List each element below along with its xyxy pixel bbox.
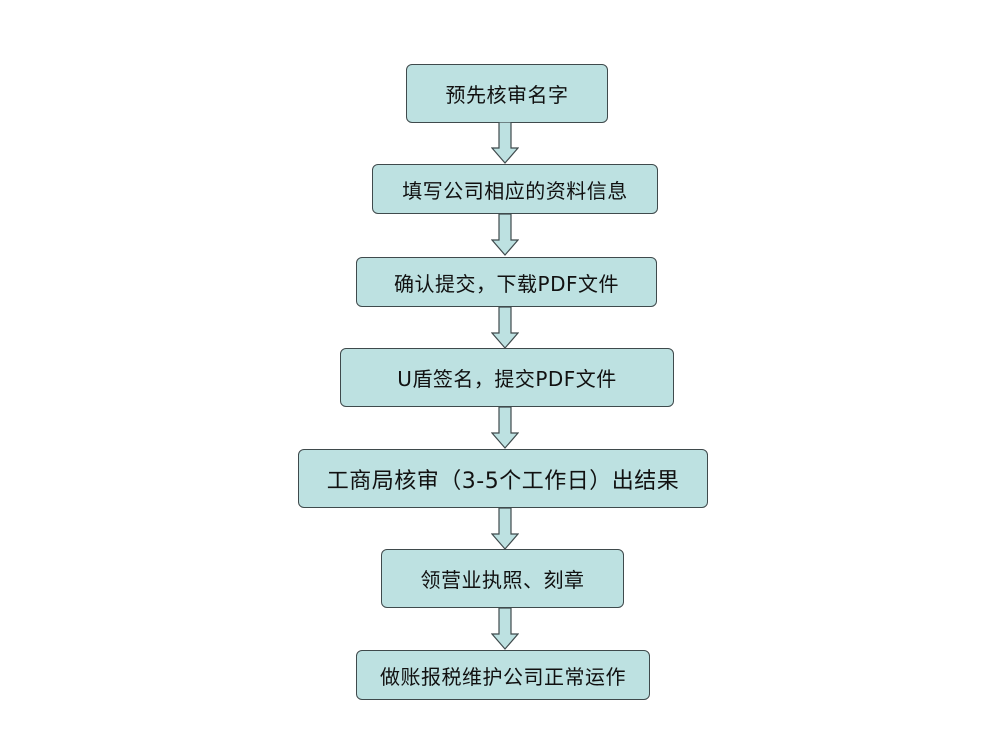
step-6-license-and-seal: 领营业执照、刻章 xyxy=(381,549,624,608)
step-2-label: 填写公司相应的资料信息 xyxy=(402,178,628,203)
down-arrow-icon xyxy=(491,214,519,256)
step-4-usb-key-sign-submit: U盾签名，提交PDF文件 xyxy=(340,348,674,407)
step-7-bookkeeping-tax: 做账报税维护公司正常运作 xyxy=(356,650,650,700)
down-arrow-icon xyxy=(491,307,519,349)
down-arrow-icon xyxy=(491,608,519,650)
down-arrow-icon xyxy=(491,122,519,164)
step-5-label: 工商局核审（3-5个工作日）出结果 xyxy=(326,468,680,494)
step-4-label: U盾签名，提交PDF文件 xyxy=(397,367,617,391)
step-1-name-precheck: 预先核审名字 xyxy=(406,64,608,123)
step-1-label: 预先核审名字 xyxy=(445,83,569,107)
down-arrow-icon xyxy=(491,407,519,449)
step-5-bureau-review: 工商局核审（3-5个工作日）出结果 xyxy=(298,449,708,508)
step-2-fill-company-info: 填写公司相应的资料信息 xyxy=(372,164,658,214)
down-arrow-icon xyxy=(491,508,519,550)
step-3-label: 确认提交，下载PDF文件 xyxy=(394,271,619,296)
step-7-label: 做账报税维护公司正常运作 xyxy=(380,664,626,689)
step-6-label: 领营业执照、刻章 xyxy=(420,568,585,592)
step-3-confirm-download-pdf: 确认提交，下载PDF文件 xyxy=(356,257,657,307)
